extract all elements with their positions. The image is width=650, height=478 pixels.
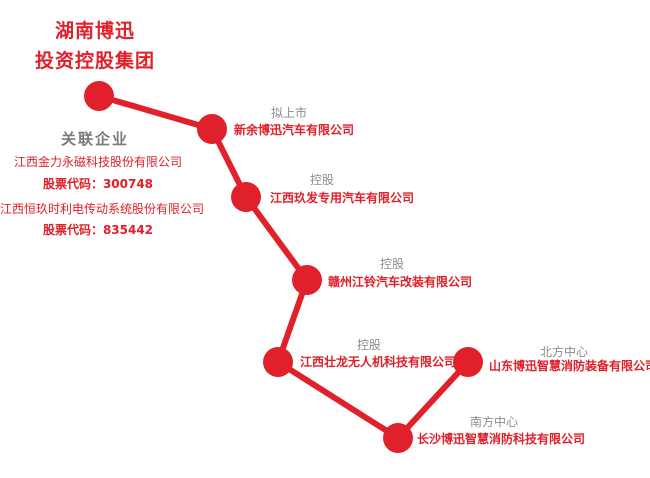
group-title-line-2: 投资控股集团 [34,50,155,72]
node-xinyu [197,114,227,144]
root-node [84,81,114,111]
node-1-name: 新余博迅汽车有限公司 [234,123,355,137]
node-2-name: 江西玖发专用汽车有限公司 [270,191,415,205]
node-6-status: 北方中心 [540,345,589,359]
stock-code-2: 股票代码：835442 [42,223,154,237]
associated-company-1: 江西金力永磁科技股份有限公司 [13,155,182,169]
node-5-name: 长沙博迅智慧消防科技有限公司 [417,432,586,446]
associated-heading: 关联企业 [60,130,129,148]
node-3-name: 赣州江铃汽车改装有限公司 [328,275,473,289]
node-4-name: 江西壮龙无人机科技有限公司 [300,355,457,369]
node-5-status: 南方中心 [470,415,519,429]
node-shandong [453,347,483,377]
node-4-status: 控股 [357,338,382,352]
node-3-status: 控股 [380,257,405,271]
node-1-status: 拟上市 [271,106,308,120]
node-changsha [383,423,413,453]
stock-code-1: 股票代码：300748 [42,177,154,191]
associated-company-2: 江西恒玖时利电传动系统股份有限公司 [0,202,205,216]
node-6-name: 山东博迅智慧消防装备有限公司 [489,359,650,373]
group-title-line-1: 湖南博迅 [54,20,135,42]
node-ganzhou [292,265,322,295]
node-jiufa [231,182,261,212]
node-zhuanglong [263,347,293,377]
node-2-status: 控股 [310,173,335,187]
